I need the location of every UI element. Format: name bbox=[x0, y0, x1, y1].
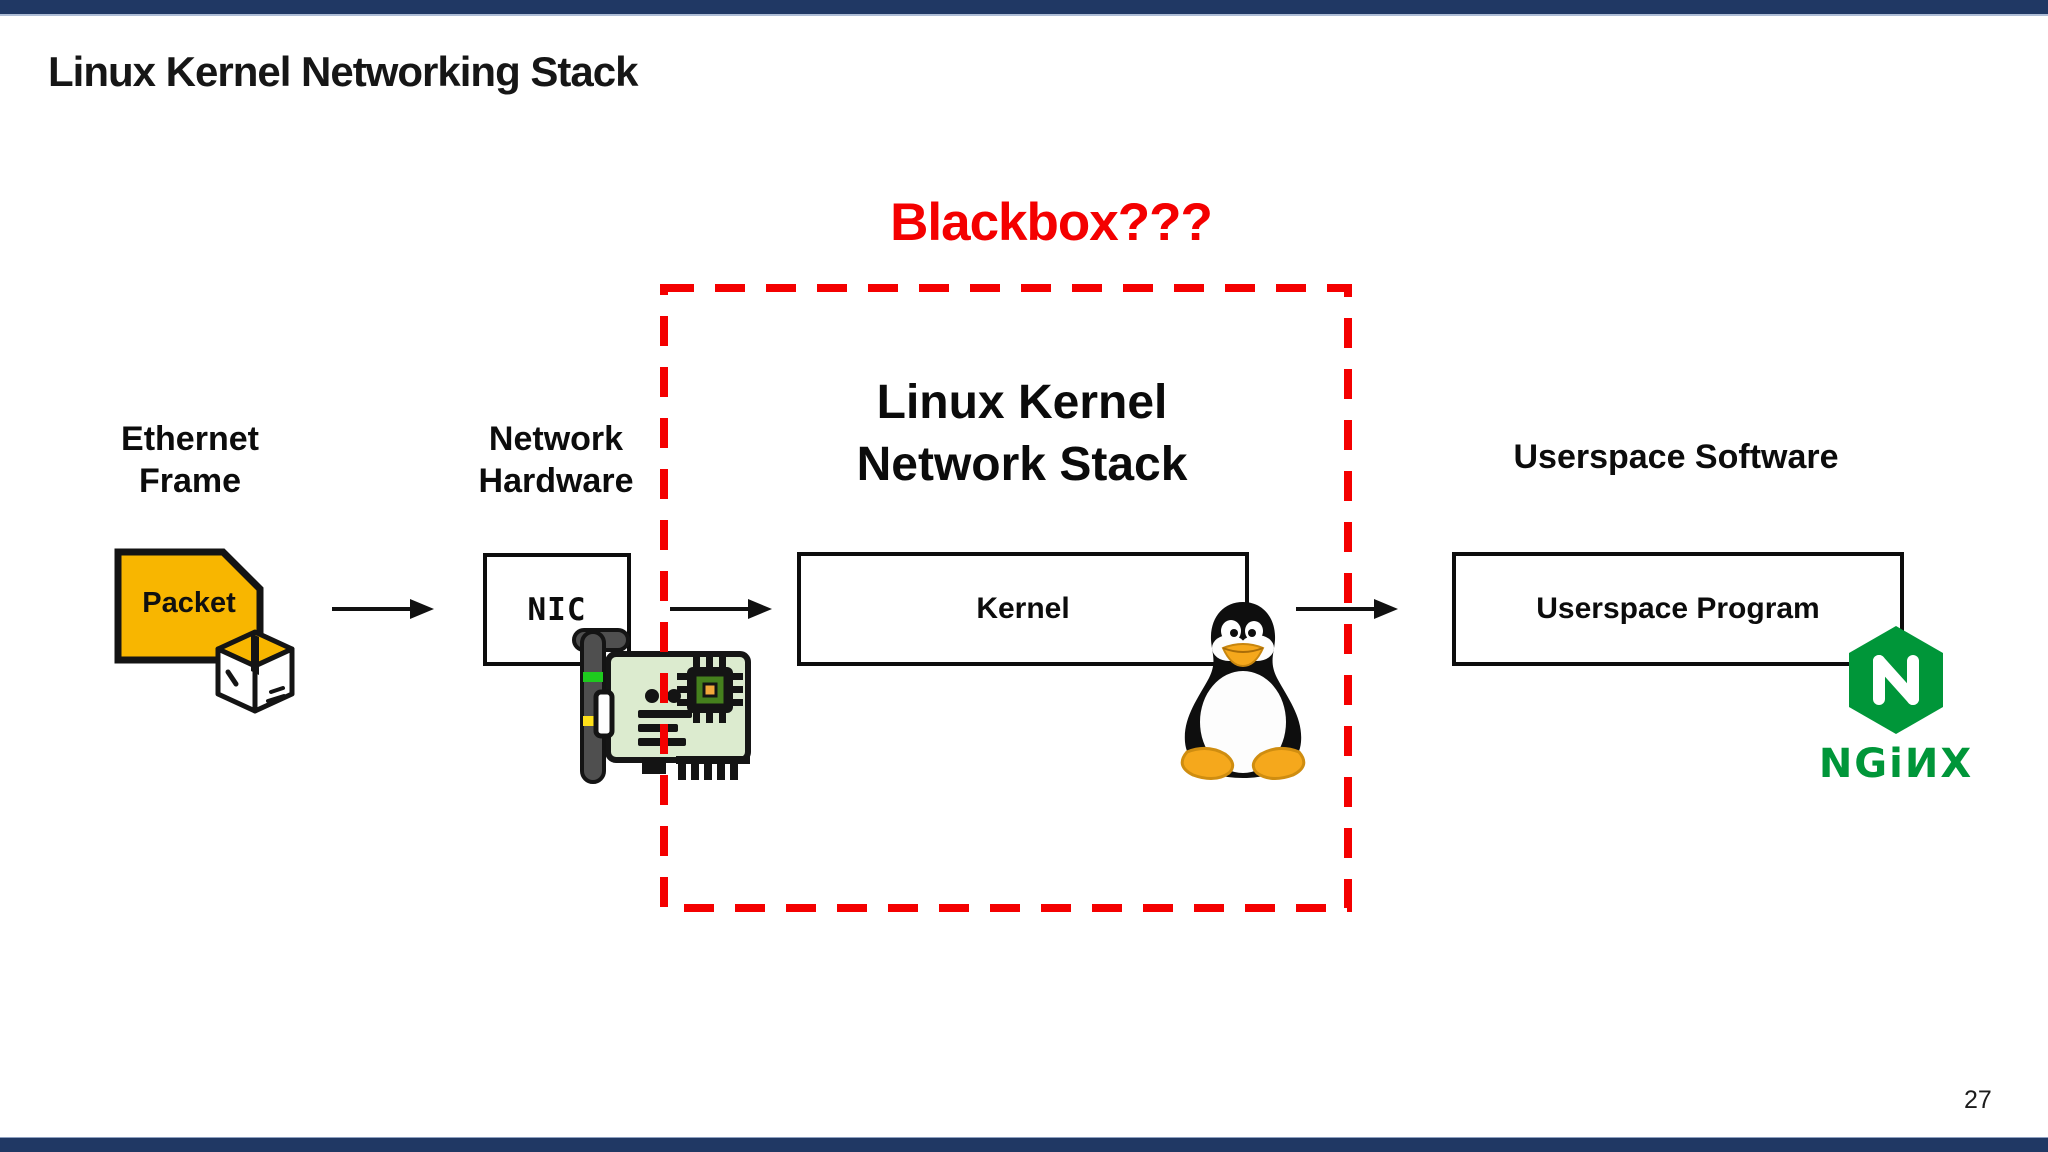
blackbox-dashed-border bbox=[660, 284, 1352, 912]
nginx-wordmark: NGiИX bbox=[1819, 741, 1973, 786]
packet-shape bbox=[114, 548, 264, 664]
arrow-nic-to-kernel bbox=[670, 599, 772, 619]
stack-title-line2: Network Stack bbox=[856, 438, 1188, 491]
label-ethernet-frame: Ethernet Frame bbox=[121, 418, 259, 502]
tux-penguin-icon bbox=[1180, 602, 1306, 780]
page-title: Linux Kernel Networking Stack bbox=[48, 48, 638, 95]
blackbox-label: Blackbox??? bbox=[890, 193, 1213, 252]
page-number: 27 bbox=[1964, 1086, 1992, 1114]
arrow-kernel-to-userspace bbox=[1296, 599, 1398, 619]
stack-title-line1: Linux Kernel bbox=[876, 376, 1168, 429]
label-network-hardware: Network Hardware bbox=[479, 418, 634, 502]
label-ethernet-line1: Ethernet bbox=[121, 420, 259, 458]
package-icon bbox=[215, 629, 295, 714]
arrow-packet-to-nic bbox=[332, 599, 434, 619]
userspace-program-label: Userspace Program bbox=[1536, 592, 1820, 625]
kernel-node: Kernel bbox=[797, 552, 1249, 666]
label-ethernet-line2: Frame bbox=[138, 462, 242, 500]
packet-node: Packet bbox=[142, 586, 236, 619]
label-userspace-software: Userspace Software bbox=[1513, 438, 1839, 476]
top-accent-bar bbox=[0, 0, 2048, 16]
kernel-node-label: Kernel bbox=[976, 592, 1070, 625]
nic-card-icon bbox=[572, 628, 751, 784]
nic-node-label: NIC bbox=[527, 591, 587, 628]
bottom-accent-bar bbox=[0, 1137, 2048, 1152]
label-hardware-line1: Network bbox=[488, 420, 624, 458]
nginx-logo: NGiИX bbox=[1819, 626, 1973, 786]
userspace-program-node: Userspace Program bbox=[1452, 552, 1904, 666]
nic-node: NIC bbox=[483, 553, 631, 666]
label-linux-kernel-network-stack: Linux Kernel Network Stack bbox=[857, 372, 1188, 496]
label-hardware-line2: Hardware bbox=[478, 462, 634, 500]
